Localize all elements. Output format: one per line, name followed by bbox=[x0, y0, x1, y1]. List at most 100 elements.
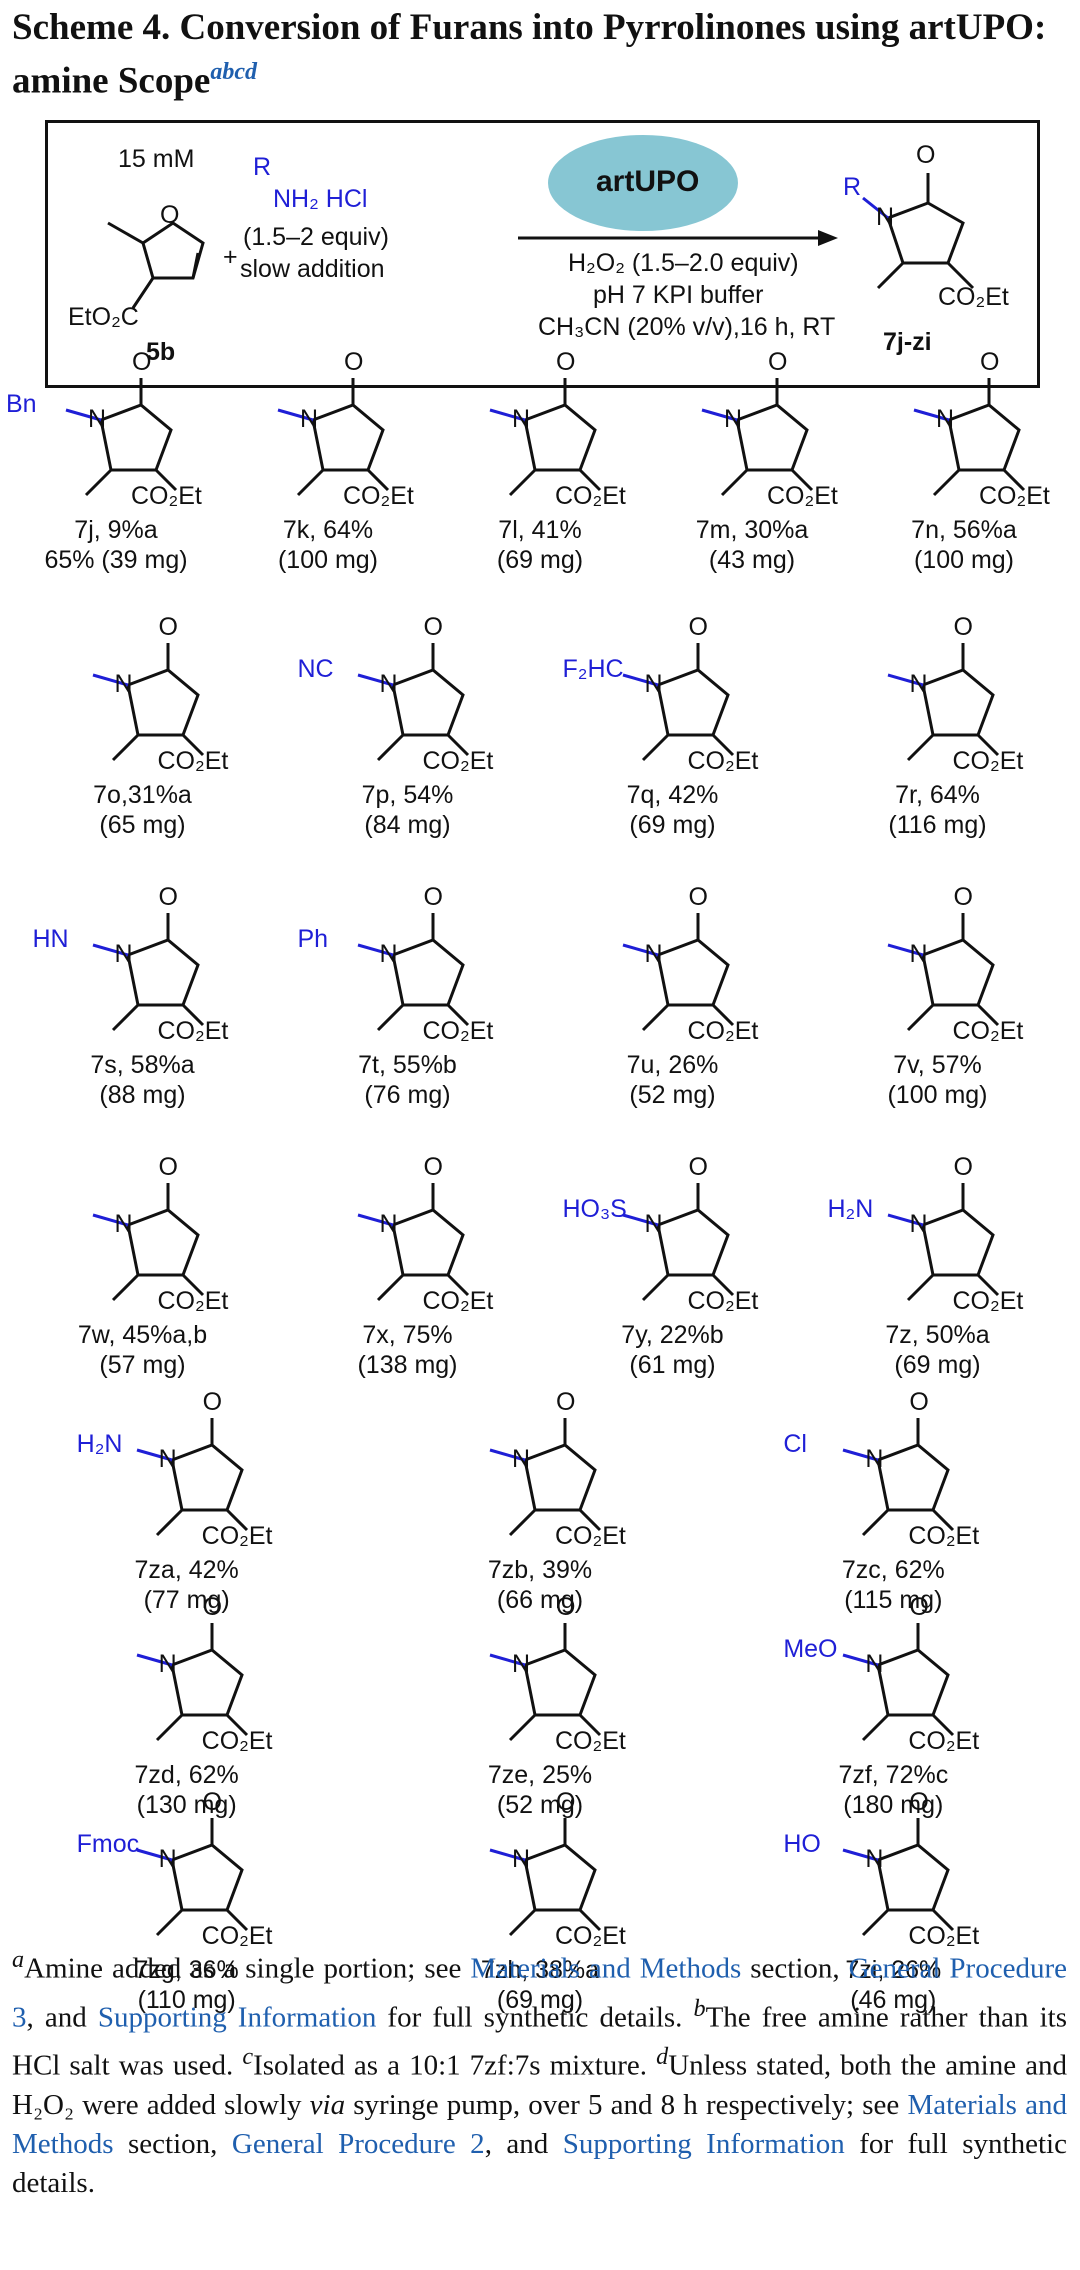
substituent-label: HO bbox=[783, 1830, 821, 1858]
carbonyl-o-atom: O bbox=[202, 1788, 223, 1816]
ring-n-atom: N bbox=[512, 1650, 531, 1678]
ring-bonds bbox=[735, 403, 809, 472]
compound-yield: 7zb, 39% bbox=[487, 1556, 593, 1584]
compound-yield: 7p, 54% bbox=[361, 781, 454, 809]
carbonyl-o-atom: O bbox=[202, 1593, 223, 1621]
ring-n-atom: N bbox=[936, 405, 955, 433]
compound-yield-label: 7u, 26%(52 mg) bbox=[563, 1050, 783, 1110]
bond bbox=[136, 1448, 173, 1462]
carbonyl-o-atom: O bbox=[423, 613, 443, 641]
substituent-label: NC bbox=[297, 655, 334, 683]
ester-group: CO₂Et bbox=[908, 1922, 980, 1950]
carbonyl-o-atom: O bbox=[158, 883, 178, 911]
carbonyl-o-atom: O bbox=[556, 1593, 576, 1621]
footnote-d-text4: , and bbox=[484, 2127, 563, 2160]
link-supporting-info-2[interactable]: Supporting Information bbox=[562, 2127, 845, 2160]
substituent-label: Fmoc bbox=[76, 1830, 140, 1858]
carbonyl-o-atom: O bbox=[423, 1153, 443, 1181]
enzyme-label: artUPO bbox=[596, 165, 700, 198]
ring-n-atom: N bbox=[865, 1845, 884, 1873]
bond bbox=[181, 1003, 204, 1027]
bond bbox=[136, 1653, 173, 1667]
compound-yield-label: 7zd, 62%(130 mg) bbox=[77, 1760, 297, 1820]
ring-n-atom: N bbox=[158, 1845, 177, 1873]
bond bbox=[225, 1508, 248, 1532]
link-general-procedure-2[interactable]: General Procedure 2 bbox=[231, 2127, 485, 2160]
compound-mass: (100 mg) bbox=[913, 546, 1015, 574]
compound-yield: 7n, 56%a bbox=[911, 516, 1017, 544]
ester-group: CO₂Et bbox=[131, 482, 202, 510]
furan-o-atom: O bbox=[160, 201, 180, 229]
ring-bonds bbox=[920, 1208, 995, 1277]
ring-bonds bbox=[390, 668, 465, 737]
ester-group: CO₂Et bbox=[555, 1727, 626, 1755]
ring-n-atom: N bbox=[865, 1650, 884, 1678]
bond bbox=[508, 468, 537, 497]
pyrrolinone-structure bbox=[913, 378, 1026, 497]
carbonyl-o-atom: O bbox=[953, 1153, 973, 1181]
link-general-procedure-3[interactable]: General Procedure 3 bbox=[12, 1952, 1067, 2034]
bond bbox=[376, 1273, 404, 1302]
bond bbox=[622, 673, 658, 687]
compound-mass: (66 mg) bbox=[496, 1586, 584, 1614]
footnote-d-text2: syringe pump, over 5 and 8 h respectivel… bbox=[345, 2088, 908, 2121]
compound-mass: (100 mg) bbox=[887, 1081, 988, 1109]
carbonyl-o-atom: O bbox=[158, 613, 178, 641]
bond bbox=[84, 468, 113, 497]
ester-group: CO₂Et bbox=[555, 1522, 626, 1550]
compound-yield: 7za, 42% bbox=[134, 1556, 239, 1584]
ring-n-atom: N bbox=[865, 1445, 884, 1473]
carbonyl-o-atom: O bbox=[423, 883, 443, 911]
pyrrolinone-structure bbox=[136, 1818, 248, 1937]
pyrrolinone-structure bbox=[489, 378, 602, 497]
footnote-d-text3: section, bbox=[113, 2127, 232, 2160]
link-materials-methods-1[interactable]: Materials and Methods bbox=[470, 1952, 742, 1985]
bond bbox=[155, 1713, 183, 1742]
compound-yield: 7x, 75% bbox=[362, 1321, 453, 1349]
compound-yield-label: 7t, 55%b(76 mg) bbox=[298, 1050, 518, 1110]
ring-n-atom: N bbox=[644, 1210, 663, 1238]
pyrrolinone-structure bbox=[92, 643, 204, 762]
ester-group: CO₂Et bbox=[422, 1287, 494, 1315]
compound-mass: (57 mg) bbox=[99, 1351, 186, 1379]
compound-yield-label: 7m, 30%a(43 mg) bbox=[642, 515, 862, 575]
link-materials-methods-2[interactable]: Materials and Methods bbox=[12, 2088, 1067, 2160]
compound-yield-label: 7zb, 39%(66 mg) bbox=[430, 1555, 650, 1615]
footnote-d-text5: for full synthetic details. bbox=[12, 2127, 1067, 2199]
link-supporting-info-1[interactable]: Supporting Information bbox=[97, 2001, 377, 2034]
bond bbox=[711, 733, 734, 757]
compound-yield-label: 7z, 50%a(69 mg) bbox=[828, 1320, 1048, 1380]
compound-yield-label: 7zc, 62%(115 mg) bbox=[783, 1555, 1003, 1615]
condition-solvent: CH₃CN (20% v/v),16 h, RT bbox=[538, 313, 836, 341]
ring-bonds bbox=[655, 1208, 730, 1277]
carbonyl-o-atom: O bbox=[909, 1788, 929, 1816]
pyrrolinone-structure bbox=[887, 1183, 999, 1302]
reaction-scheme-drawing bbox=[107, 135, 975, 309]
bond bbox=[65, 408, 102, 422]
compound-mass: (52 mg) bbox=[496, 1791, 584, 1819]
ring-n-atom: N bbox=[379, 940, 398, 968]
amine-equivalents: (1.5–2 equiv) bbox=[243, 223, 389, 251]
scheme-title-text: Scheme 4. Conversion of Furans into Pyrr… bbox=[12, 7, 1047, 102]
bond bbox=[489, 1848, 526, 1862]
furan-compound-label: 5b bbox=[146, 338, 176, 366]
compound-yield: 7j, 9%a bbox=[74, 516, 158, 544]
bond bbox=[489, 408, 526, 422]
footnote-b-mark: b bbox=[693, 1994, 706, 2022]
ring-n-atom: N bbox=[512, 405, 531, 433]
bond bbox=[446, 1003, 469, 1027]
compound-mass: (138 mg) bbox=[357, 1351, 458, 1379]
pyrrolinone-structure bbox=[489, 1418, 602, 1537]
ester-group: CO₂Et bbox=[201, 1522, 273, 1550]
compound-yield-label: 7zf, 72%c(180 mg) bbox=[783, 1760, 1003, 1820]
ring-bonds bbox=[876, 1843, 951, 1912]
bond bbox=[976, 1273, 999, 1297]
